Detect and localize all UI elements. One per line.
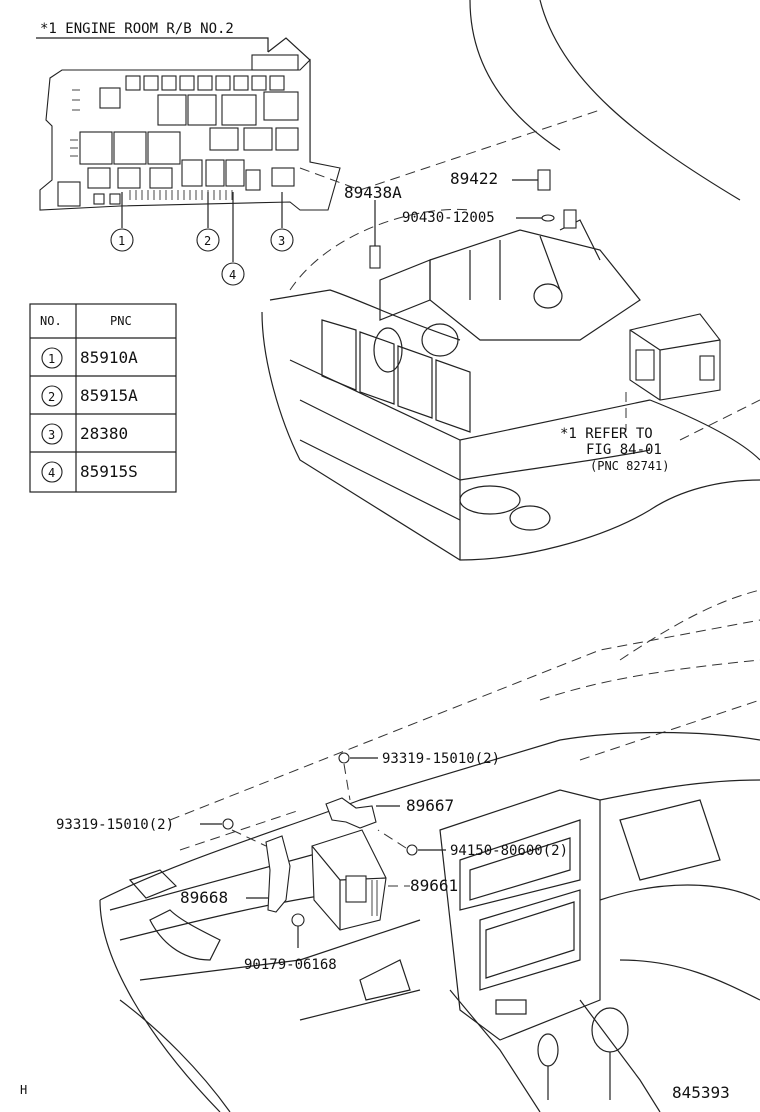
engine-room-relay-box xyxy=(629,313,721,401)
grille xyxy=(321,319,471,433)
pnc-table: NO. PNC 1 85910A 2 85915A 3 28380 4 8591… xyxy=(29,303,177,493)
table-row: 3 28380 xyxy=(41,423,128,445)
bracket-89668 xyxy=(246,835,291,913)
refer-note: *1 REFER TO FIG 84-01 (PNC 82741) xyxy=(560,426,669,473)
label-94150-80600: 94150-80600(2) xyxy=(450,843,568,859)
table-header-no: NO. xyxy=(40,314,62,328)
callout-1: 1 xyxy=(110,228,134,252)
nut-94150 xyxy=(406,844,446,856)
engine-room-relay-block: *1 ENGINE ROOM R/B NO.2 xyxy=(36,21,341,286)
svg-text:3: 3 xyxy=(48,428,55,442)
ecu-module-89661 xyxy=(311,829,387,931)
table-row: 1 85910A xyxy=(41,347,138,369)
svg-text:3: 3 xyxy=(278,234,285,248)
svg-text:28380: 28380 xyxy=(80,424,128,443)
table-row: 4 85915S xyxy=(41,461,138,483)
svg-text:1: 1 xyxy=(48,352,55,366)
svg-text:85915A: 85915A xyxy=(80,386,138,405)
svg-text:85915S: 85915S xyxy=(80,462,138,481)
fuse-row xyxy=(70,89,233,200)
sensor-89422 xyxy=(512,169,551,191)
svg-text:85910A: 85910A xyxy=(80,348,138,367)
table-row: 2 85915A xyxy=(41,385,138,407)
label-89438a: 89438A xyxy=(344,183,402,202)
svg-text:(PNC 82741): (PNC 82741) xyxy=(590,459,669,473)
engine-bay-illustration xyxy=(261,0,760,561)
label-90179-06168: 90179-06168 xyxy=(244,957,337,973)
label-89668: 89668 xyxy=(180,888,228,907)
nut-90179 xyxy=(291,913,305,948)
svg-text:*1 REFER TO: *1 REFER TO xyxy=(560,426,653,442)
svg-text:4: 4 xyxy=(229,268,236,282)
svg-text:FIG 84-01: FIG 84-01 xyxy=(586,442,662,458)
sensor-89438a xyxy=(369,200,381,269)
table-header-pnc: PNC xyxy=(110,314,132,328)
label-93319-15010-top: 93319-15010(2) xyxy=(382,751,500,767)
label-89661: 89661 xyxy=(410,876,458,895)
callout-3: 3 xyxy=(270,228,294,252)
engine-room-note: *1 ENGINE ROOM R/B NO.2 xyxy=(40,21,234,37)
svg-text:4: 4 xyxy=(48,466,55,480)
svg-text:1: 1 xyxy=(118,234,125,248)
relay-cells xyxy=(57,75,299,207)
label-89667: 89667 xyxy=(406,796,454,815)
figure-number: 845393 xyxy=(672,1083,730,1102)
gasket-90430 xyxy=(516,214,555,222)
callout-2: 2 xyxy=(196,228,220,252)
svg-text:2: 2 xyxy=(48,390,55,404)
corner-mark: H xyxy=(20,1083,27,1097)
label-93319-15010-left: 93319-15010(2) xyxy=(56,817,174,833)
bracket-89667 xyxy=(325,797,400,829)
screw-93319-left xyxy=(200,818,234,830)
label-90430-12005: 90430-12005 xyxy=(402,210,495,226)
svg-text:2: 2 xyxy=(204,234,211,248)
screw-93319-top xyxy=(338,752,378,764)
label-89422: 89422 xyxy=(450,169,498,188)
dashboard-illustration xyxy=(99,589,760,1112)
callout-4: 4 xyxy=(221,262,245,286)
